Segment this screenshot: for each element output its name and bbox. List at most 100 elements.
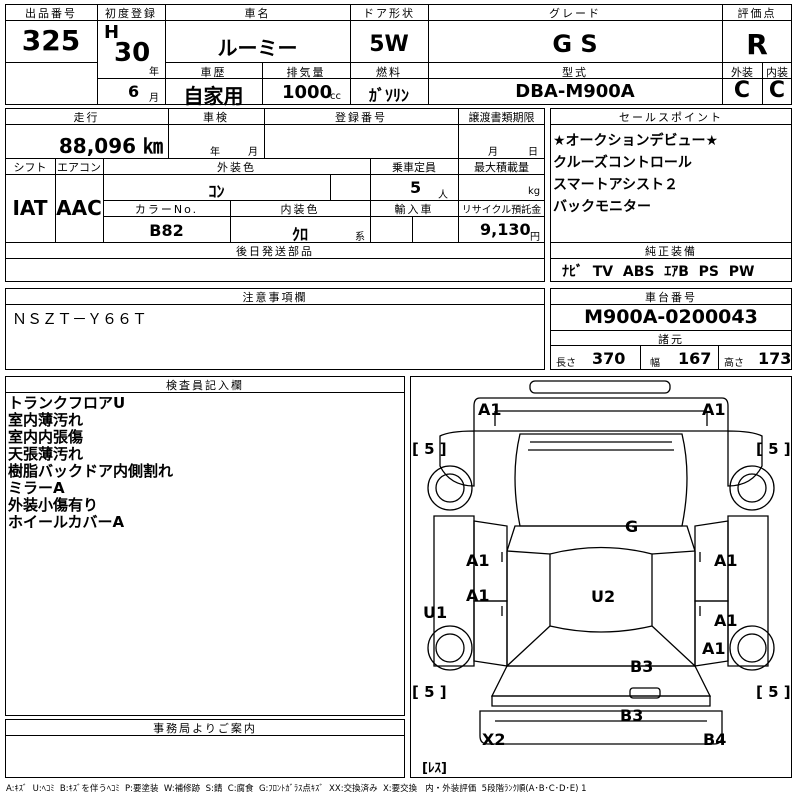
tire-front-left: [ 5 ] [412,440,447,458]
inspector-line: 外装小傷有り [8,496,99,514]
fuel: ｶﾞｿﾘﾝ [368,86,409,105]
grade-label: グレード [549,7,601,20]
sales-point-item: バックモニター [553,199,651,215]
sales-point-item: ★オークションデビュー★ [553,133,719,149]
inspector-line: ホイールカバーA [8,513,125,531]
aircon: AAC [56,196,102,220]
inspector-line: 室内薄汚れ [8,411,84,429]
insp-month-unit: 月 [248,147,258,158]
max-load-unit: kg [528,186,541,197]
inspector-line: 室内内張傷 [8,428,84,446]
mark-a1-right-rear-door: A1 [714,611,738,630]
recycle-label: リサイクル預託金 [461,205,542,216]
chassis-box [550,288,792,370]
interior-label: 内装 [766,66,788,79]
spare-tire-less: [ﾚｽ] [422,761,447,776]
reg-year-unit: 年 [149,67,159,78]
mark-u2-roof: U2 [591,587,616,606]
inspector-notes: トランクフロアU 室内薄汚れ 室内内張傷 天張薄汚れ 樹脂バックドア内側割れ ミ… [8,395,173,531]
aircon-label: エアコン [57,161,101,174]
mark-a1-right-front-door: A1 [714,551,738,570]
mark-a1-front-left: A1 [478,400,502,419]
recycle: 9,130 [480,220,531,239]
sales-point-box [550,108,792,282]
inspection-label: 車検 [203,111,229,124]
displacement-label: 排気量 [286,66,326,79]
reg-month: 6 [128,82,140,101]
mark-a1-left-rear-door: A1 [466,586,490,605]
era: H [104,22,120,43]
int-color-unit: 系 [355,232,365,243]
capacity-label: 乗車定員 [392,161,436,174]
equipment-label: 純正装備 [645,245,697,258]
insp-year-unit: 年 [210,147,220,158]
color-no-label: カラーNo. [134,203,199,216]
diagram-box [410,376,792,778]
car-name: ルーミー [217,36,298,60]
header-box [5,4,792,105]
mark-b3-upper: B3 [630,657,654,676]
history-label: 車歴 [200,66,227,79]
mark-b4: B4 [703,730,727,749]
ext-color: ｺﾝ [208,182,225,201]
reg-month-unit: 月 [149,93,159,104]
history: 自家用 [183,84,244,108]
car-name-label: 車名 [244,7,271,20]
car-diagram [427,380,775,745]
inspector-line: 天張薄汚れ [8,445,84,463]
score: R [746,28,768,61]
notes-text: ＮＳＺＴ－Ｙ６６Ｔ [12,310,148,328]
mark-a1-right-rear: A1 [702,639,726,658]
grade: G S [552,30,598,58]
office-label: 事務局よりご案内 [153,722,257,735]
displacement: 1000 [282,82,333,103]
displacement-unit: cc [330,91,341,102]
int-color: ｸﾛ [291,225,308,244]
sales-point-item: クルーズコントロール [553,155,692,171]
recycle-unit: 円 [530,232,540,243]
later-parts-label: 後日発送部品 [236,245,314,258]
door: 5W [369,32,409,57]
notes-box [5,288,545,370]
reg-no-label: 登録番号 [335,111,387,124]
shift-label: シフト [13,161,47,174]
mileage-label: 走行 [73,111,100,124]
ext-color-label: 外装色 [217,161,256,174]
length-label: 長さ [556,358,576,369]
details-box [5,108,545,282]
sales-point-list: ★オークションデビュー★ クルーズコントロール スマートアシスト２ バックモニタ… [553,130,718,218]
height-label: 高さ [724,358,744,369]
transfer-day-unit: 日 [528,147,538,158]
inspector-line: トランクフロアU [8,394,126,412]
max-load-label: 最大積載量 [474,161,529,174]
sales-point-item: スマートアシスト２ [553,177,679,193]
mark-x2: X2 [482,730,506,749]
mark-b3-lower: B3 [620,706,644,725]
shift: IAT [12,196,48,220]
height: 173 [758,349,792,368]
exterior-label: 外装 [731,66,753,79]
length: 370 [592,349,626,368]
tire-front-right: [ 5 ] [756,440,791,458]
mark-a1-left-front-door: A1 [466,551,490,570]
spec-label: 諸元 [658,333,684,346]
mark-g: G [625,517,639,536]
tire-rear-left: [ 5 ] [412,683,447,701]
reg-year: 30 [114,38,151,68]
inspector-line: ミラーA [8,479,65,497]
first-reg-label: 初度登録 [105,7,157,20]
inspector-line: 樹脂バックドア内側割れ [8,462,174,480]
capacity: 5 [410,178,422,197]
exterior-score: C [733,78,751,103]
tire-rear-right: [ 5 ] [756,683,791,701]
model-label: 型式 [562,66,588,79]
mark-a1-front-right: A1 [702,400,726,419]
int-color-label: 内装色 [280,203,320,216]
model: DBA-M900A [515,81,635,102]
lot-no: 325 [21,24,81,57]
equipment: ﾅﾋﾞ TV ABS ｴｱB PS PW [562,264,755,280]
transfer-label: 譲渡書類期限 [468,111,535,124]
score-label: 評価点 [737,7,777,20]
office-box [5,719,405,778]
import-label: 輸入車 [394,203,434,216]
